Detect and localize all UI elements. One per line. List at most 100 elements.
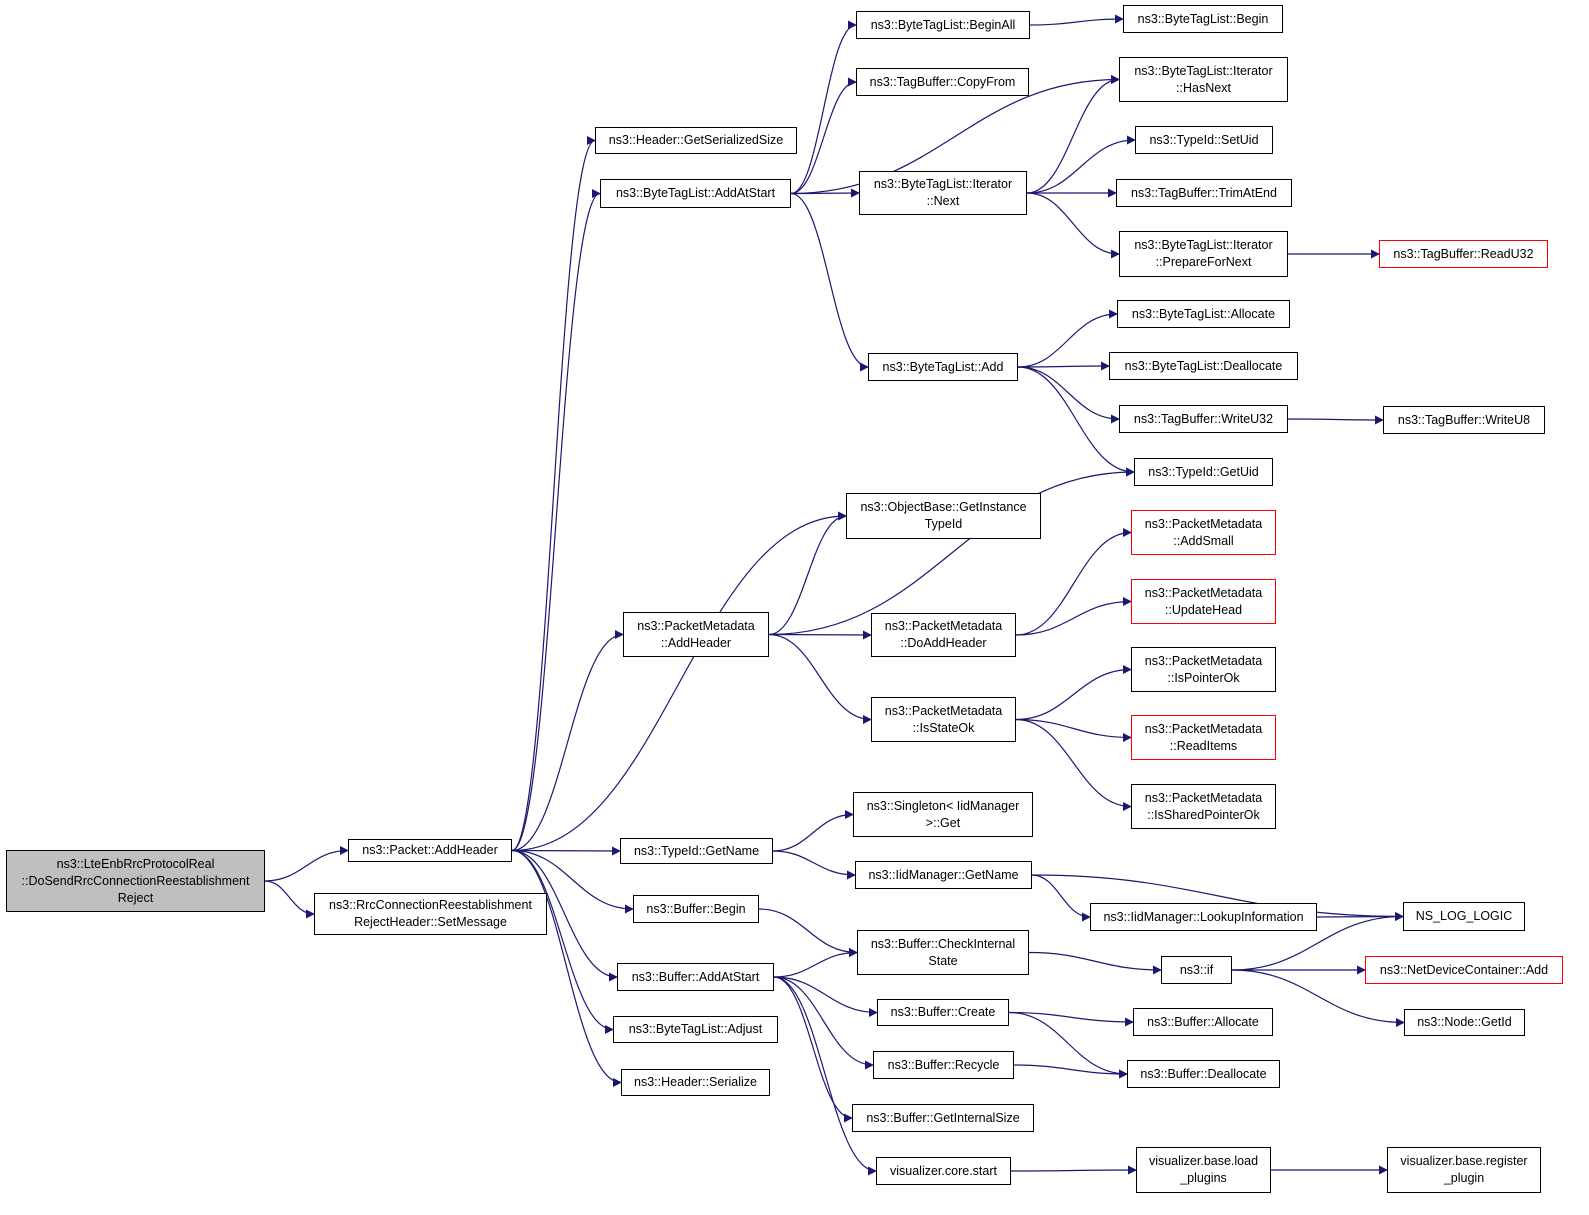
node-label-line: ::IsSharedPointerOk (1147, 807, 1260, 822)
node-buffer-get-internal-size[interactable]: ns3::Buffer::GetInternalSize (852, 1104, 1034, 1132)
node-label-line: ns3::ByteTagList::BeginAll (870, 17, 1016, 32)
node-visualizer-base-register-plugin[interactable]: visualizer.base.register_plugin (1387, 1147, 1541, 1193)
node-byte-tag-list-adjust[interactable]: ns3::ByteTagList::Adjust (613, 1016, 778, 1043)
node-label-line: visualizer.core.start (890, 1163, 997, 1178)
node-visualizer-core-start[interactable]: visualizer.core.start (876, 1157, 1011, 1185)
node-byte-tag-list-allocate[interactable]: ns3::ByteTagList::Allocate (1117, 300, 1290, 328)
edge-ns3_if-to-ns_log_logic (1231, 912, 1404, 971)
node-tag-buffer-write-u32[interactable]: ns3::TagBuffer::WriteU32 (1119, 405, 1288, 433)
node-ns-log-logic[interactable]: NS_LOG_LOGIC (1403, 902, 1525, 931)
node-label-line: ns3::RrcConnectionReestablishment (329, 898, 532, 912)
node-label-line: ::HasNext (1176, 80, 1231, 95)
node-net-device-container-add[interactable]: ns3::NetDeviceContainer::Add (1365, 956, 1563, 984)
node-header-get-serialized-size[interactable]: ns3::Header::GetSerializedSize (595, 127, 797, 154)
edge-tb_writeu32-to-tb_writeu8 (1287, 415, 1384, 425)
node-byte-tag-list-deallocate[interactable]: ns3::ByteTagList::Deallocate (1109, 352, 1298, 380)
node-iid-manager-lookup-information[interactable]: ns3::IidManager::LookupInformation (1090, 903, 1317, 931)
node-label-line: ns3::TagBuffer::ReadU32 (1393, 246, 1534, 261)
edge-root-to-rrc_setmessage (264, 880, 315, 919)
node-tag-buffer-write-u8[interactable]: ns3::TagBuffer::WriteU8 (1383, 406, 1545, 434)
node-ns3-if[interactable]: ns3::if (1161, 956, 1232, 984)
node-label-line: ::AddSmall (1173, 533, 1234, 548)
node-label-line: ns3::TagBuffer::CopyFrom (869, 74, 1016, 89)
edge-buffer_addatstart-to-buffer_checkinternalstate (773, 948, 858, 978)
node-packet-metadata-is-shared-pointer-ok[interactable]: ns3::PacketMetadata::IsSharedPointerOk (1131, 784, 1276, 829)
node-visualizer-base-load-plugins[interactable]: visualizer.base.load_plugins (1136, 1147, 1271, 1193)
node-packet-metadata-do-add-header[interactable]: ns3::PacketMetadata::DoAddHeader (871, 613, 1016, 657)
node-buffer-create[interactable]: ns3::Buffer::Create (877, 999, 1009, 1026)
edge-btl_add-to-typeid_getuid (1017, 366, 1135, 477)
node-packet-metadata-read-items[interactable]: ns3::PacketMetadata::ReadItems (1131, 715, 1276, 760)
edge-btl_addatstart-to-tb_copyfrom (790, 77, 857, 195)
node-buffer-recycle[interactable]: ns3::Buffer::Recycle (873, 1051, 1014, 1079)
node-byte-tag-list-add[interactable]: ns3::ByteTagList::Add (868, 353, 1018, 381)
node-buffer-allocate[interactable]: ns3::Buffer::Allocate (1133, 1008, 1273, 1036)
node-buffer-add-at-start[interactable]: ns3::Buffer::AddAtStart (617, 963, 774, 991)
node-packet-metadata-add-small[interactable]: ns3::PacketMetadata::AddSmall (1131, 510, 1276, 555)
node-header-serialize[interactable]: ns3::Header::Serialize (621, 1069, 770, 1096)
node-byte-tag-list-iterator-next[interactable]: ns3::ByteTagList::Iterator::Next (859, 171, 1027, 215)
node-type-id-get-name[interactable]: ns3::TypeId::GetName (620, 838, 773, 864)
edge-pm_isstateok-to-pm_ispointerok (1015, 665, 1132, 721)
edge-ns3_if-to-node_getid (1231, 969, 1405, 1027)
node-label-line: ns3::ByteTagList::Iterator (1134, 238, 1273, 252)
node-label-line: State (928, 953, 958, 968)
node-label-line: ns3::TagBuffer::TrimAtEnd (1131, 185, 1277, 200)
node-buffer-deallocate[interactable]: ns3::Buffer::Deallocate (1127, 1060, 1280, 1088)
node-label-line: ns3::PacketMetadata (1144, 721, 1263, 736)
edge-packet_addheader-to-btl_addatstart (511, 189, 601, 852)
edge-packet_addheader-to-buffer_addatstart (511, 849, 618, 982)
node-type-id-set-uid[interactable]: ns3::TypeId::SetUid (1135, 126, 1273, 154)
node-label-line: ns3::ByteTagList::Adjust (628, 1022, 763, 1036)
node-byte-tag-list-add-at-start[interactable]: ns3::ByteTagList::AddAtStart (600, 179, 791, 208)
node-packet-metadata-update-head[interactable]: ns3::PacketMetadata::UpdateHead (1131, 579, 1276, 624)
node-label-line: ns3::PacketMetadata (884, 703, 1003, 718)
node-byte-tag-list-begin[interactable]: ns3::ByteTagList::Begin (1123, 5, 1283, 33)
node-label-line: ns3::LteEnbRrcProtocolReal (56, 856, 215, 871)
edge-iidmanager_getname-to-ns_log_logic (1031, 874, 1404, 921)
node-byte-tag-list-begin-all[interactable]: ns3::ByteTagList::BeginAll (856, 11, 1030, 39)
node-label-line: ns3::Buffer::CheckInternal (870, 936, 1016, 951)
node-label-line: ns3::ByteTagList::Iterator (873, 177, 1013, 191)
node-label-line: ns3::Node::GetId (1417, 1015, 1512, 1029)
node-label-line: ns3::IidManager::LookupInformation (1103, 909, 1304, 924)
node-label-line: ns3::Packet::AddHeader (362, 843, 498, 857)
node-packet-add-header[interactable]: ns3::Packet::AddHeader (348, 839, 512, 862)
edge-packet_addheader-to-header_serialize (511, 849, 622, 1087)
node-singleton-iid-manager-get[interactable]: ns3::Singleton< IidManager>::Get (853, 792, 1033, 837)
node-label-line: ns3::IidManager::GetName (868, 867, 1019, 882)
node-byte-tag-list-iterator-prepare-for-next[interactable]: ns3::ByteTagList::Iterator::PrepareForNe… (1119, 231, 1288, 277)
node-tag-buffer-trim-at-end[interactable]: ns3::TagBuffer::TrimAtEnd (1116, 179, 1292, 207)
node-label-line: ns3::Buffer::Create (890, 1005, 996, 1019)
node-iid-manager-get-name[interactable]: ns3::IidManager::GetName (855, 861, 1032, 889)
node-label-line: ns3::PacketMetadata (1144, 516, 1263, 531)
node-label-line: ns3::PacketMetadata (1144, 790, 1263, 805)
node-byte-tag-list-iterator-has-next[interactable]: ns3::ByteTagList::Iterator::HasNext (1119, 57, 1288, 102)
node-buffer-begin[interactable]: ns3::Buffer::Begin (633, 895, 759, 923)
node-type-id-get-uid[interactable]: ns3::TypeId::GetUid (1134, 458, 1273, 486)
node-packet-metadata-add-header[interactable]: ns3::PacketMetadata::AddHeader (623, 612, 769, 657)
node-label-line: _plugin (1443, 1171, 1485, 1185)
node-node-get-id[interactable]: ns3::Node::GetId (1404, 1009, 1525, 1036)
node-label-line: ::AddHeader (660, 635, 732, 650)
node-label-line: ::ReadItems (1169, 738, 1238, 753)
node-label-line: ns3::Header::GetSerializedSize (608, 133, 784, 147)
edge-pm_addheader-to-pm_isstateok (768, 633, 872, 724)
node-label-line: ns3::Buffer::Begin (646, 901, 746, 916)
node-label-line: ::UpdateHead (1164, 602, 1243, 617)
edge-btl_beginall-to-btl_begin (1029, 14, 1124, 26)
node-tag-buffer-copy-from[interactable]: ns3::TagBuffer::CopyFrom (856, 68, 1029, 96)
edge-btl_addatstart-to-btl_it_next (790, 188, 860, 198)
node-label-line: ns3::Buffer::GetInternalSize (866, 1110, 1020, 1125)
node-label-line: ::DoSendRrcConnectionReestablishment (21, 873, 250, 888)
node-packet-metadata-is-pointer-ok[interactable]: ns3::PacketMetadata::IsPointerOk (1131, 647, 1276, 692)
node-label-line: ns3::PacketMetadata (1144, 653, 1263, 668)
node-packet-metadata-is-state-ok[interactable]: ns3::PacketMetadata::IsStateOk (871, 697, 1016, 742)
node-label-line: ns3::if (1179, 962, 1214, 977)
node-label-line: RejectHeader::SetMessage (354, 915, 507, 929)
node-tag-buffer-read-u32[interactable]: ns3::TagBuffer::ReadU32 (1379, 240, 1548, 268)
